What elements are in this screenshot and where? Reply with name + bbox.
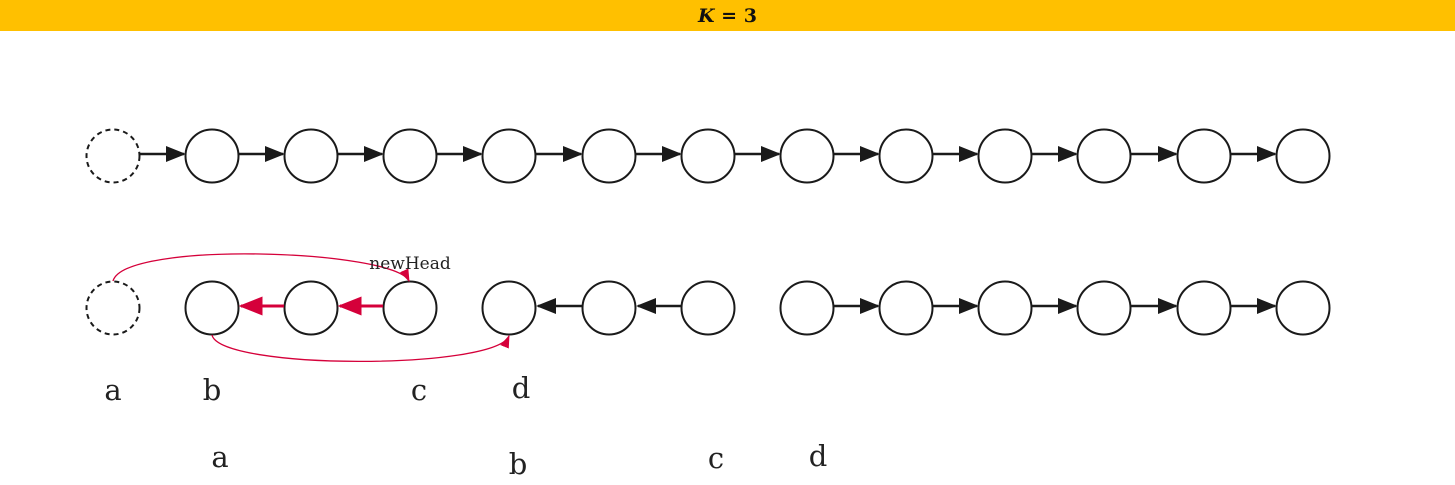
pointer-labels-row-2: a b c d	[211, 439, 827, 481]
title-banner: K = 3	[0, 0, 1455, 31]
list-node	[977, 128, 1033, 184]
dummy-node	[85, 280, 141, 336]
list-node	[382, 128, 438, 184]
pointer-label: b	[203, 373, 222, 407]
list-node	[779, 128, 835, 184]
pointer-label: b	[509, 447, 528, 481]
title-equals: =	[721, 4, 738, 27]
reversed-list-row: newHead	[85, 253, 1331, 362]
title-variable: K	[698, 4, 715, 27]
list-node	[184, 280, 240, 336]
pointer-label: d	[512, 371, 531, 405]
list-node	[581, 128, 637, 184]
list-node	[382, 280, 438, 336]
pointer-label: d	[809, 439, 828, 473]
list-node	[1076, 128, 1132, 184]
list-node	[680, 280, 736, 336]
list-node	[878, 280, 934, 336]
list-node	[1275, 128, 1331, 184]
title-formula: K = 3	[698, 5, 757, 27]
list-node	[878, 128, 934, 184]
dummy-to-newhead-arc	[112, 253, 410, 283]
list-node	[481, 280, 537, 336]
list-node	[581, 280, 637, 336]
list-node	[977, 280, 1033, 336]
list-node	[1076, 280, 1132, 336]
pointer-label: c	[411, 373, 427, 407]
dummy-node	[85, 128, 141, 184]
tail-to-next-group-arc	[211, 334, 510, 362]
title-value: 3	[743, 4, 757, 27]
list-node	[283, 128, 339, 184]
pointer-label: c	[708, 441, 724, 475]
original-list-row	[85, 128, 1331, 184]
pointer-label: a	[211, 440, 228, 474]
list-node	[283, 280, 339, 336]
list-node	[1275, 280, 1331, 336]
newhead-label: newHead	[369, 254, 451, 274]
list-node	[481, 128, 537, 184]
list-node	[680, 128, 736, 184]
pointer-labels-row-1: a b c d	[104, 371, 530, 407]
list-node	[184, 128, 240, 184]
list-node	[1176, 280, 1232, 336]
pointer-label: a	[104, 373, 121, 407]
list-node	[1176, 128, 1232, 184]
list-node	[779, 280, 835, 336]
